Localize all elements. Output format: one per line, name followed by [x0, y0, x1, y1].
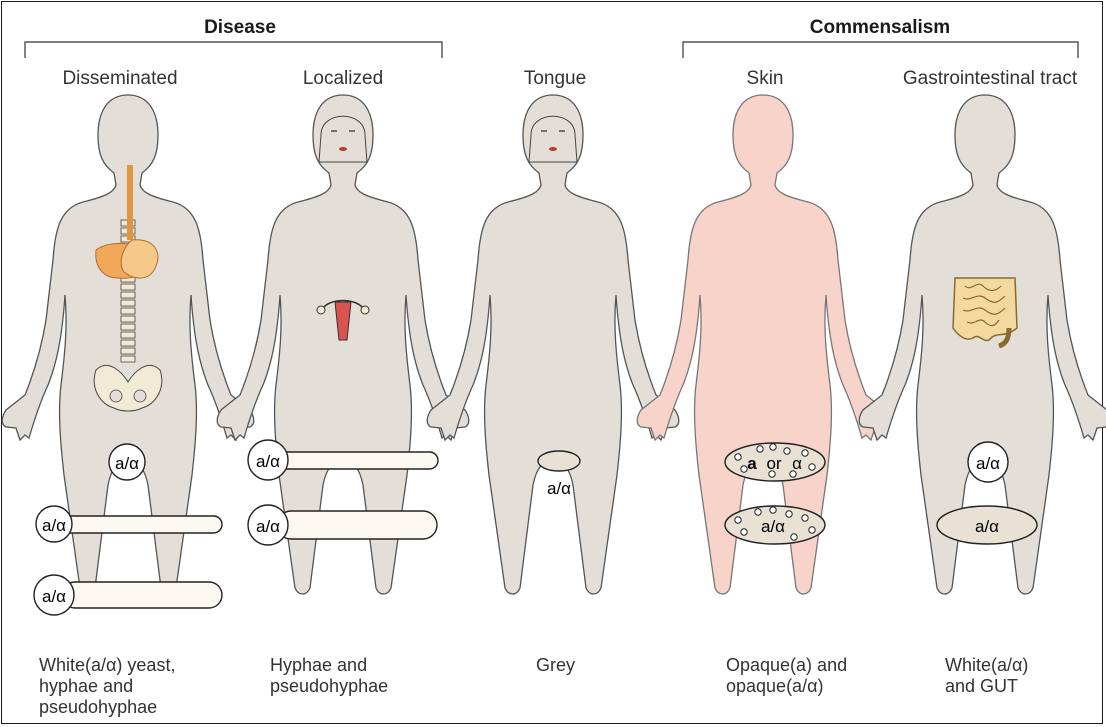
- cell-label-a: a: [747, 454, 757, 473]
- face-icon: [319, 116, 367, 162]
- cell-label: a/α: [42, 587, 66, 606]
- cell-label: a/α: [976, 454, 1000, 473]
- intestine-icon: [953, 278, 1017, 346]
- caption-tongue: Grey: [536, 655, 575, 676]
- face-icon: [529, 116, 577, 162]
- cell-label: a/α: [256, 452, 280, 471]
- cell-label-or: or: [766, 454, 781, 473]
- bracket-disease: [25, 42, 442, 58]
- opaque-a-alpha-cell-col4: a/α: [725, 506, 825, 544]
- cell-label: a/α: [975, 517, 999, 536]
- caption-gastrointestinal: White(a/α)and GUT: [945, 655, 1028, 697]
- pseudohypha-cell-col1: a/α: [34, 575, 222, 615]
- cell-label: a/α: [761, 517, 785, 536]
- cell-label: a/α: [115, 454, 139, 473]
- yeast-cell-col1: a/α: [109, 444, 145, 480]
- cell-label: a/α: [42, 516, 66, 535]
- cell-label: a/α: [547, 479, 571, 498]
- bracket-commensalism: [683, 42, 1078, 58]
- cell-label-alpha: α: [792, 454, 802, 473]
- hypha-cell-col1: a/α: [36, 506, 222, 542]
- pseudohypha-cell-col2: a/α: [248, 505, 437, 545]
- white-cell-col5: a/α: [968, 442, 1008, 482]
- body-figure-tongue: [427, 95, 679, 594]
- gut-cell-col5: a/α: [937, 506, 1037, 544]
- cell-label: a/α: [256, 517, 280, 536]
- opaque-a-cell-col4: a or α: [725, 443, 825, 481]
